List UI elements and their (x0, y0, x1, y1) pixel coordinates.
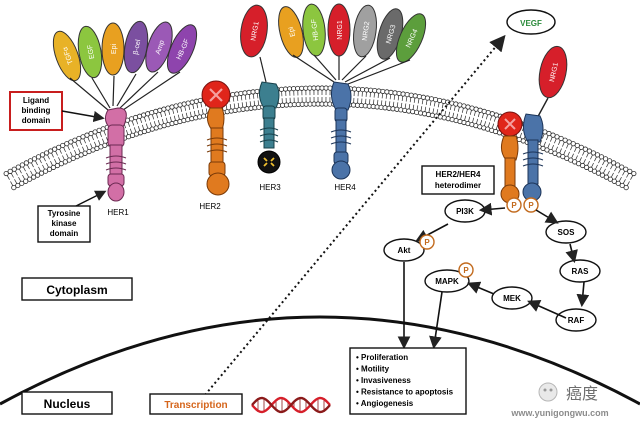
her4-ligand-2: NRG1 (327, 3, 351, 57)
ras-node: RAS (559, 259, 601, 283)
phospho-label: P (463, 266, 469, 275)
her1-ligand-label: Amp (155, 39, 166, 55)
her1-ligand-5: HB-GF (166, 24, 198, 74)
outcomes-box: • Proliferation • Motility • Invasiveness •… (349, 347, 467, 415)
phospho-label: P (424, 238, 430, 247)
dimer-label-box: HER2/HER4 heterodimer (421, 165, 495, 195)
mapk-node: MAPK (424, 269, 470, 293)
her4-ligand-label: NRG1 (337, 20, 344, 40)
ligand-binding-line2: binding (22, 106, 51, 115)
cytoplasm-label: Cytoplasm (46, 283, 107, 297)
mapk-phospho: P (458, 262, 474, 278)
sos-label: SOS (558, 228, 576, 237)
tk-line3: domain (50, 229, 79, 238)
her1-ligand-2: Epi (101, 22, 125, 76)
raf-node: RAF (555, 308, 597, 332)
dimer-phospho-2: P (523, 197, 539, 213)
sos-node: SOS (545, 220, 587, 244)
outcome-item: • Proliferation (356, 353, 408, 362)
ras-label: RAS (572, 267, 590, 276)
raf-label: RAF (568, 316, 585, 325)
her4-ligand-5: NRG4 (395, 13, 427, 63)
vegf-node: VEGF (506, 9, 556, 35)
her3-ligand: NRG1 (240, 4, 268, 58)
watermark-brand: 癌度 (566, 385, 598, 403)
outcome-item: • Resistance to apoptosis (356, 388, 454, 397)
outcome-item: • Invasiveness (356, 376, 411, 385)
nucleus-label-box: Nucleus (21, 391, 113, 415)
her1-receptor (104, 107, 127, 202)
akt-node: Akt (383, 238, 425, 262)
her3-label: HER3 (259, 183, 281, 192)
her1-label: HER1 (107, 208, 129, 217)
her3-ligand-label: NRG1 (250, 21, 260, 41)
ligand-binding-line1: Ligand (23, 96, 49, 105)
her3-ligand-line (259, 56, 267, 83)
dimer-ligand-label: NRG1 (549, 62, 560, 83)
dimer-label-line2: heterodimer (435, 181, 481, 190)
her3-receptor (257, 81, 281, 174)
akt-label: Akt (398, 246, 411, 255)
mapk-label: MAPK (435, 277, 459, 286)
her1-ligand-1: EGF (77, 25, 103, 79)
outcome-item: • Motility (356, 365, 390, 374)
her1-ligand-lines (69, 71, 181, 111)
her4-ligand-lines (292, 54, 411, 85)
transcription-label: Transcription (164, 400, 227, 411)
watermark-url: www.yunigongwu.com (510, 408, 608, 418)
akt-phospho: P (419, 234, 435, 250)
phospho-label: P (528, 201, 534, 210)
watermark: 癌度 www.yunigongwu.com (510, 382, 609, 418)
dimer-ligand: NRG1 (538, 45, 568, 99)
her2-receptor (201, 80, 231, 196)
dimer-phospho-1: P (506, 197, 522, 213)
pathway-arrows (397, 202, 590, 350)
her4-label: HER4 (334, 183, 356, 192)
outcome-item: • Angiogenesis (356, 399, 414, 408)
tyrosine-kinase-domain-callout: Tyrosine kinase domain (37, 190, 107, 243)
her2-label: HER2 (199, 202, 221, 211)
her1-ligand-label: EGF (87, 44, 96, 59)
tk-line1: Tyrosine (48, 209, 81, 218)
dimer-label-line1: HER2/HER4 (436, 170, 481, 179)
nuclear-envelope (0, 315, 640, 406)
pi3k-node: PI3K (444, 199, 486, 223)
ligand-binding-domain-callout: Ligand binding domain (9, 91, 105, 131)
mek-node: MEK (491, 286, 533, 310)
her2-her4-dimer (497, 111, 544, 204)
her4-ligand-label: NRG2 (362, 21, 372, 41)
pathway-nodes: PI3K Akt SOS RAS RAF MEK MAPK (383, 199, 601, 332)
dna-helix (251, 396, 331, 414)
her1-ligand-label: Epi (111, 44, 118, 55)
mek-label: MEK (503, 294, 521, 303)
her1-ligand-0: TGFα (52, 30, 82, 82)
tk-line2: kinase (52, 219, 77, 228)
pi3k-label: PI3K (456, 207, 474, 216)
her4-ligand-3: NRG2 (353, 4, 377, 58)
transcription-label-box: Transcription (149, 393, 243, 415)
her1-ligand-label: β-cel (133, 39, 143, 56)
ligand-binding-line3: domain (22, 116, 51, 125)
her4-receptor (330, 81, 352, 180)
her4-ligand-label: HB-GF (311, 19, 320, 41)
her4-ligand-1: HB-GF (302, 3, 326, 57)
cytoplasm-label-box: Cytoplasm (21, 277, 133, 301)
nucleus-label: Nucleus (44, 397, 91, 411)
phospho-label: P (511, 201, 517, 210)
her4-ligand-label: Epi (288, 25, 297, 37)
vegf-label: VEGF (520, 19, 542, 28)
